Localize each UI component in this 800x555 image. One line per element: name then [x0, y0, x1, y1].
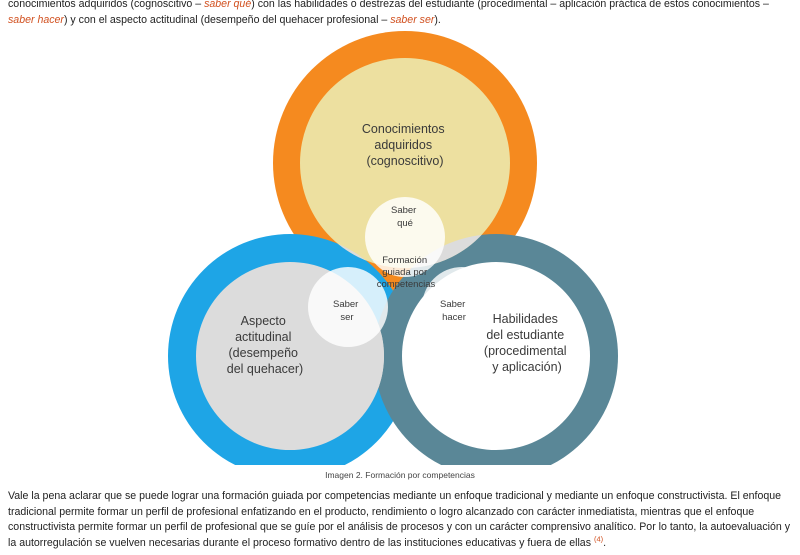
intro-paragraph: conocimientos adquiridos (cognoscitivo –…: [8, 0, 790, 28]
intro-text-3: ) y con el aspecto actitudinal (desempeñ…: [63, 13, 391, 26]
left-circle-label: Aspecto actitudinal (desempeño del queha…: [227, 314, 303, 376]
saber-ser-bubble: [308, 267, 388, 347]
center-label: Formación guiada por competencias: [377, 255, 436, 290]
body-end: .: [603, 536, 607, 549]
right-circle-label: Habilidades del estudiante (procedimenta…: [484, 312, 570, 374]
intro-text-4: ).: [434, 13, 441, 26]
reference-link[interactable]: (4): [593, 533, 604, 543]
saber-ser-label: Saber ser: [333, 299, 361, 323]
saber-hacer-bubble: [422, 267, 502, 347]
saber-hacer-link[interactable]: saber hacer: [8, 13, 64, 26]
saber-hacer-label: Saber hacer: [440, 299, 468, 323]
intro-text-2: ) con las habilidades o destrezas del es…: [251, 0, 769, 10]
saber-que-label: Saber qué: [391, 205, 419, 229]
intro-text-1: conocimientos adquiridos (cognoscitivo –: [8, 0, 205, 10]
saber-que-bubble: [365, 197, 445, 277]
saber-ser-link[interactable]: saber ser: [390, 13, 435, 26]
body-paragraph: Vale la pena aclarar que se puede lograr…: [8, 489, 790, 551]
body-text: Vale la pena aclarar que se puede lograr…: [8, 490, 790, 549]
competencias-venn-diagram: Conocimientos adquiridos (cognoscitivo) …: [168, 31, 618, 465]
saber-que-link[interactable]: saber qué: [204, 0, 252, 10]
top-circle-label: Conocimientos adquiridos (cognoscitivo): [362, 122, 448, 168]
top-inner-circle: [300, 58, 510, 268]
figure-caption: Imagen 2. Formación por competencias: [325, 470, 475, 480]
